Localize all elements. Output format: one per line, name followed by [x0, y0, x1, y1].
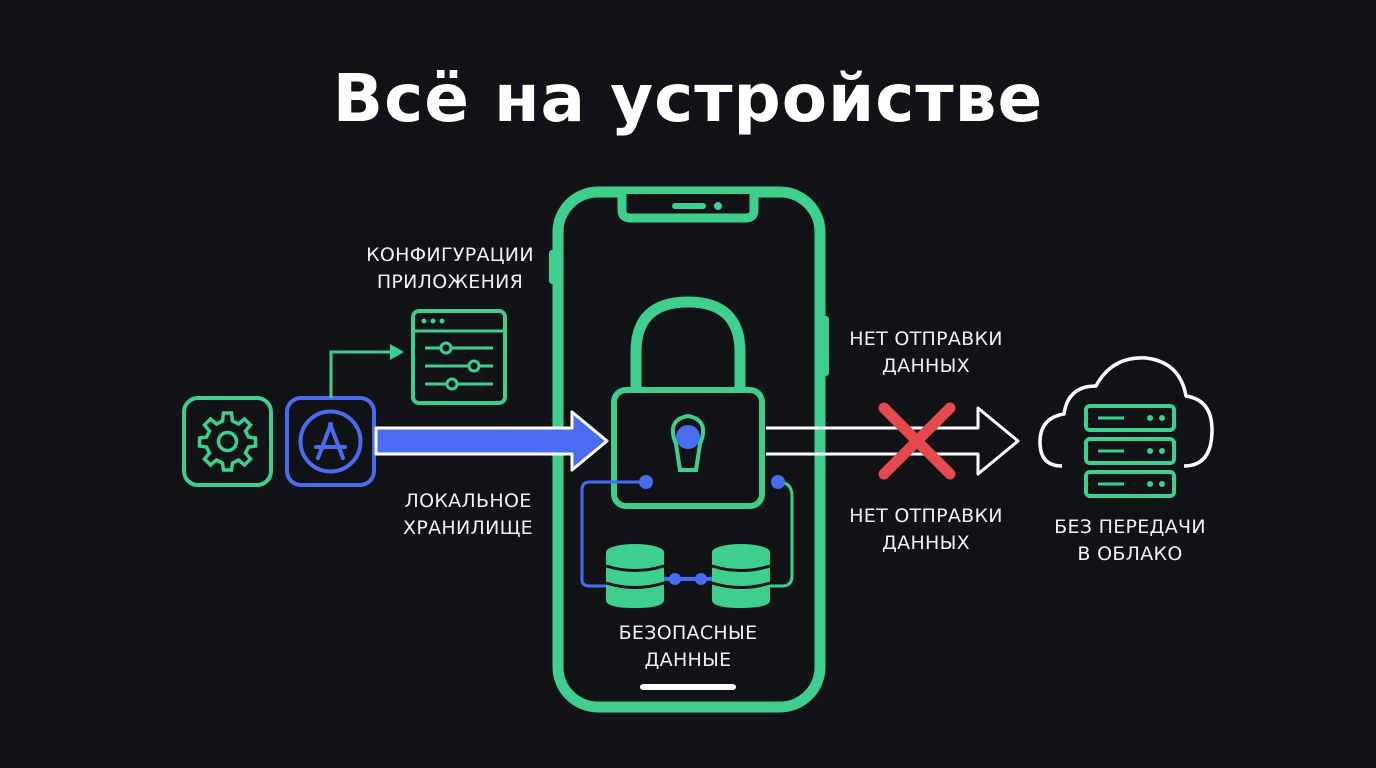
label-no-send-top: НЕТ ОТПРАВКИ ДАННЫХ [849, 328, 1003, 377]
outgoing-arrow [766, 406, 1020, 476]
label-secure-data: БЕЗОПАСНЫЕ ДАННЫЕ [618, 622, 758, 671]
cross-icon [878, 402, 956, 480]
cloud-server-icon [1038, 356, 1214, 498]
database-connectors [580, 475, 794, 588]
settings-sliders-icon [411, 309, 507, 405]
gear-icon [182, 396, 273, 487]
page-title: Всё на устройстве [332, 60, 1044, 137]
label-local-storage: ЛОКАЛЬНОЕ ХРАНИЛИЩЕ [403, 490, 533, 539]
label-app-config: КОНФИГУРАЦИИ ПРИЛОЖЕНИЯ [366, 244, 534, 293]
label-no-send-bottom: НЕТ ОТПРАВКИ ДАННЫХ [849, 505, 1003, 554]
database-icon [711, 544, 771, 608]
lock-icon [611, 296, 765, 509]
database-icon [605, 544, 665, 608]
local-storage-arrow [374, 410, 609, 472]
app-store-icon [285, 396, 376, 487]
label-no-cloud: БЕЗ ПЕРЕДАЧИ В ОБЛАКО [1054, 516, 1206, 565]
config-connector [329, 344, 404, 398]
